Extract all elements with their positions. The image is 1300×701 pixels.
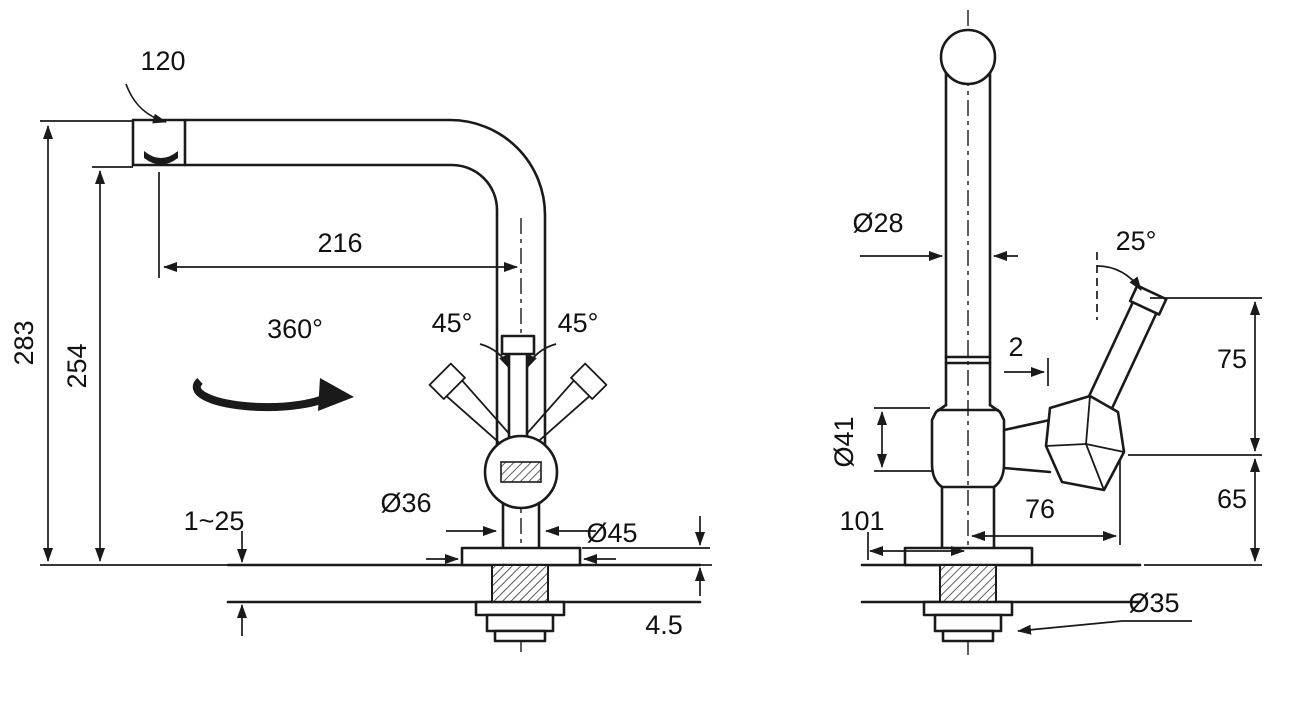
dim-283-label: 283 bbox=[9, 320, 39, 365]
rotation-swoosh bbox=[192, 378, 337, 412]
lock-nut bbox=[933, 613, 1003, 633]
dim-125-label: 1~25 bbox=[184, 506, 245, 536]
side-view: Ø28 25° 2 75 65 Ø41 101 76 Ø35 bbox=[829, 10, 1262, 655]
front-view: 120 360° 45° 45° 283 254 216 Ø36 Ø4 bbox=[9, 46, 712, 652]
sphere-hatch-band bbox=[500, 461, 542, 483]
spray-head-top bbox=[939, 28, 997, 86]
dim-101-label: 101 bbox=[839, 506, 884, 536]
base-plate bbox=[460, 546, 582, 567]
dim-75-label: 75 bbox=[1217, 344, 1247, 374]
dim-45d-label: Ø45 bbox=[586, 518, 637, 548]
dim-2-label: 2 bbox=[1008, 332, 1023, 362]
handle-connector-bottom bbox=[1002, 466, 1052, 474]
dim-35-leader bbox=[1017, 620, 1192, 635]
body-right-outline bbox=[988, 403, 1006, 550]
dim-36-label: Ø36 bbox=[380, 488, 431, 518]
dim-35-label: Ø35 bbox=[1128, 588, 1179, 618]
rotation-arrowhead-icon bbox=[318, 378, 354, 411]
dim-216-label: 216 bbox=[317, 228, 362, 258]
dim-25-label: 25° bbox=[1116, 226, 1157, 256]
lock-nut bbox=[485, 613, 555, 633]
handle-knob bbox=[1044, 394, 1126, 492]
swivel-arrow bbox=[125, 83, 167, 124]
handle-cap bbox=[500, 334, 536, 356]
threaded-shank bbox=[939, 564, 997, 603]
dim-120-label: 120 bbox=[140, 46, 185, 76]
dim-76-label: 76 bbox=[1025, 494, 1055, 524]
lever-cap bbox=[1128, 284, 1168, 316]
dim-360-label: 360° bbox=[267, 314, 323, 344]
dim-28-label: Ø28 bbox=[852, 208, 903, 238]
tilt-arc-right bbox=[526, 343, 557, 369]
washer bbox=[922, 600, 1014, 617]
spout-inner-outline bbox=[131, 163, 499, 447]
nut-bottom bbox=[493, 629, 547, 643]
dim-254-label: 254 bbox=[62, 343, 92, 388]
dim-65-label: 65 bbox=[1217, 484, 1247, 514]
threaded-shank bbox=[491, 564, 549, 603]
dim-45h-label: 4.5 bbox=[645, 610, 683, 640]
angle-arc bbox=[1096, 265, 1142, 291]
knob-facet-line bbox=[1045, 443, 1125, 453]
aerator-icon bbox=[144, 151, 178, 165]
dim-45-right-label: 45° bbox=[558, 308, 599, 338]
handle-stem bbox=[507, 350, 529, 450]
dim-41-label: Ø41 bbox=[829, 416, 859, 467]
spout-outer-outline bbox=[131, 118, 547, 447]
body-left-outline bbox=[930, 403, 948, 550]
tilt-arc-left bbox=[479, 343, 510, 369]
washer bbox=[474, 600, 566, 617]
handle-connector-top bbox=[1002, 418, 1052, 432]
nut-bottom bbox=[941, 629, 995, 643]
dim-45-left-label: 45° bbox=[432, 308, 473, 338]
